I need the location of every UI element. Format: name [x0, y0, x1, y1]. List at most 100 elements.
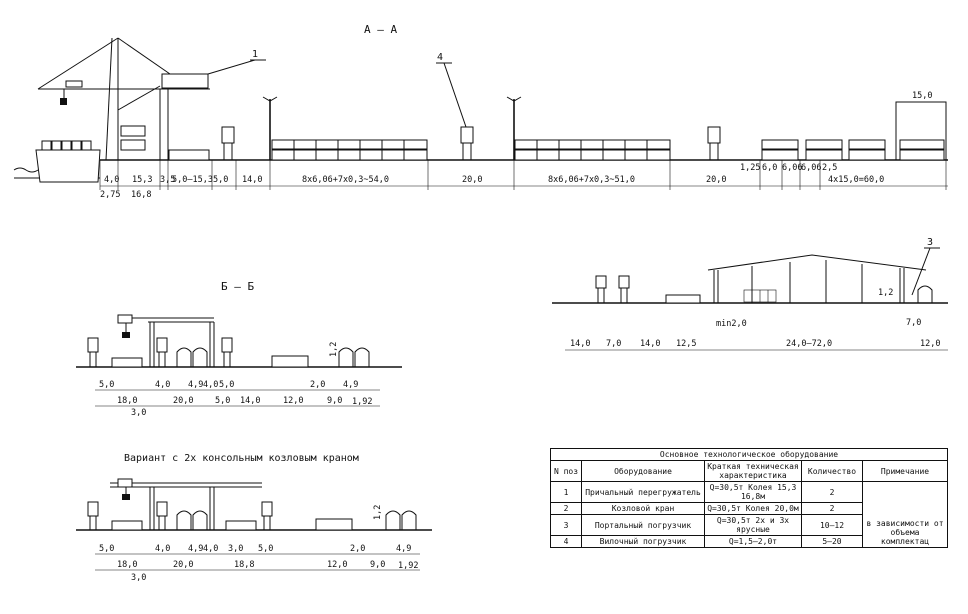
bb-dim-8: 20,0	[173, 396, 193, 406]
aa-dim-b1: 16,8	[131, 190, 151, 200]
row-name: Причальный перегружатель	[581, 481, 705, 503]
bb-trucks	[111, 355, 309, 368]
variant-dim-9: 20,0	[173, 560, 193, 570]
row-name: Козловой кран	[581, 502, 705, 515]
table-title: Основное технологическое оборудование	[550, 448, 948, 461]
bb-dim-13: 3,0	[131, 408, 146, 418]
bb-dim-7: 18,0	[117, 396, 137, 406]
wh-dim-5: 24,0–72,0	[786, 339, 832, 349]
aa-dim-12: 6,06	[782, 163, 802, 173]
col-header-equipment: Оборудование	[581, 460, 705, 482]
variant-dim-8: 18,0	[117, 560, 137, 570]
bb-dim-6: 4,9	[343, 380, 358, 390]
bb-dim-9: 5,0	[215, 396, 230, 406]
aa-dim-2: 3,5	[160, 175, 175, 185]
bb-dim-2: 4,9	[188, 380, 203, 390]
aa-quay-crane	[37, 37, 210, 161]
bb-dim-1: 4,0	[155, 380, 170, 390]
bb-dim-11: 12,0	[283, 396, 303, 406]
aa-dim-8: 8x6,06+7x0,3~51,0	[548, 175, 635, 185]
table-row: 1 Причальный перегружатель Q=30,5т Колея…	[550, 481, 948, 548]
aa-dim-b0: 2,75	[100, 190, 120, 200]
table-row: 4 Вилочный погрузчик Q=1,5–2,0т 5–20	[550, 535, 948, 548]
variant-dim-14: 1,2	[373, 505, 383, 520]
wh-dim-2: 14,0	[640, 339, 660, 349]
variant-dim-7: 4,9	[396, 544, 411, 554]
variant-straddle-carriers	[87, 501, 273, 530]
wh-dim-0: 14,0	[570, 339, 590, 349]
aa-straddle-carriers	[221, 126, 721, 160]
wh-dim-8: 12,0	[920, 339, 940, 349]
callout-4: 3	[927, 237, 933, 248]
aa-dim-13: 6,06	[801, 163, 821, 173]
row-spec: Q=30,5т Колея 20,0м	[704, 502, 802, 515]
row-n: 1	[550, 481, 582, 503]
bb-dim-15: 1,92	[352, 397, 372, 407]
aa-dim-3: 5,0–15,3	[172, 175, 213, 185]
callout-1-leader	[207, 59, 256, 75]
wh-yard-equipment	[595, 275, 933, 304]
col-header-n: N поз	[550, 460, 582, 482]
row-note: в зависимости от объема комплектац	[862, 481, 948, 548]
bb-dim-12: 9,0	[327, 396, 342, 406]
bb-dim-4: 5,0	[219, 380, 234, 390]
aa-yard-block-3	[761, 101, 947, 161]
aa-dim-5: 14,0	[242, 175, 262, 185]
callout-1: 1	[252, 49, 258, 60]
variant-dim-13: 3,0	[131, 573, 146, 583]
row-n: 4	[550, 535, 582, 548]
section-bb-title: Б — Б	[221, 280, 254, 293]
variant-dim-4: 3,0	[228, 544, 243, 554]
variant-gantry-crane	[110, 478, 262, 530]
row-name: Портальный погрузчик	[581, 514, 705, 536]
variant-dim-6: 2,0	[350, 544, 365, 554]
aa-dim-14: 2,5	[822, 163, 837, 173]
variant-dim-11: 12,0	[327, 560, 347, 570]
aa-dim-ticks	[99, 160, 947, 190]
col-header-qty: Количество	[801, 460, 863, 482]
row-qty: 2	[801, 502, 863, 515]
row-name: Вилочный погрузчик	[581, 535, 705, 548]
aa-dim-6: 8x6,06+7x0,3~54,0	[302, 175, 389, 185]
aa-dim-16: 15,0	[912, 91, 932, 101]
callout-3: 4	[437, 52, 443, 63]
variant-title: Вариант с 2х консольным козловым краном	[124, 453, 359, 464]
wh-shed	[707, 254, 927, 303]
aa-dim-11: 6,0	[762, 163, 777, 173]
bb-gantry-crane	[117, 314, 215, 367]
variant-dim-15: 1,92	[398, 561, 418, 571]
row-n: 3	[550, 514, 582, 536]
bb-straddle-carriers	[87, 337, 233, 367]
bb-dim-3: 4,0	[203, 380, 218, 390]
wh-dim-4: min2,0	[716, 319, 747, 329]
row-spec: Q=1,5–2,0т	[704, 535, 802, 548]
col-header-spec: Краткая техническая характеристика	[704, 460, 802, 482]
variant-rail-wagons	[176, 510, 417, 530]
col-header-note: Примечание	[862, 460, 948, 482]
aa-ship	[35, 140, 101, 183]
variant-dim-3: 4,0	[203, 544, 218, 554]
variant-dim-1: 4,0	[155, 544, 170, 554]
row-qty: 2	[801, 481, 863, 503]
bb-rail-wagons	[176, 347, 370, 367]
wh-dim-3: 12,5	[676, 339, 696, 349]
callout-4-leader	[911, 247, 931, 296]
aa-dim-9: 20,0	[706, 175, 726, 185]
section-aa-title: А — А	[364, 23, 397, 36]
aa-water-wave	[13, 167, 39, 173]
wh-dim-7: 7,0	[906, 318, 921, 328]
aa-dim-10: 1,25	[740, 163, 760, 173]
bb-dim-14: 1,2	[329, 342, 339, 357]
variant-dim-2: 4,9	[188, 544, 203, 554]
aa-dim-1: 15,3	[132, 175, 152, 185]
aa-dim-4: 5,0	[213, 175, 228, 185]
bb-dim-5: 2,0	[310, 380, 325, 390]
equipment-table: Основное технологическое оборудование N …	[550, 448, 948, 548]
row-qty: 10–12	[801, 514, 863, 536]
aa-yard-block-2	[514, 139, 671, 161]
wh-dim-6: 1,2	[878, 288, 893, 298]
variant-dim-12: 9,0	[370, 560, 385, 570]
aa-dim-7: 20,0	[462, 175, 482, 185]
table-row: 2 Козловой кран Q=30,5т Колея 20,0м 2	[550, 502, 948, 515]
